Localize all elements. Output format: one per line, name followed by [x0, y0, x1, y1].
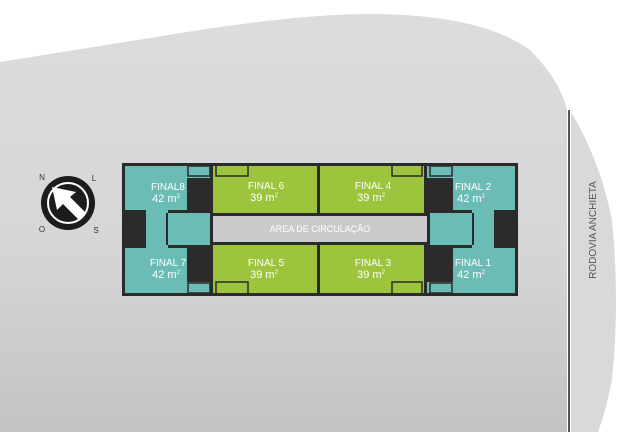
compass-south: S: [93, 226, 98, 235]
unit-final4-area: 39 m2: [357, 192, 385, 204]
road-strip: [571, 112, 616, 432]
unit-final5-name: FINAL 5: [248, 258, 285, 269]
unit-final6-name: FINAL 6: [248, 181, 285, 192]
unit-final2-name: FINAL 2: [455, 182, 492, 193]
unit-final2[interactable]: FINAL 2 42 m2: [427, 165, 515, 213]
compass-north: N: [39, 173, 45, 182]
left-core-stair: [168, 213, 210, 245]
unit-final6-area: 39 m2: [250, 192, 278, 204]
compass-east: L: [92, 174, 97, 183]
unit-final8-name: FINAL8: [151, 182, 185, 193]
corridor-label: AREA DE CIRCULAÇÃO: [270, 224, 371, 234]
unit-final8[interactable]: FINAL8 42 m2: [125, 165, 211, 213]
unit-final5-area: 39 m2: [250, 269, 278, 281]
unit-final7-name: FINAL 7: [150, 258, 187, 269]
unit-final5[interactable]: FINAL 5 39 m2: [213, 245, 317, 293]
circulation-corridor: [213, 216, 427, 242]
right-core: [474, 213, 494, 245]
unit-final1-name: FINAL 1: [455, 258, 492, 269]
compass-rose: N L S O: [39, 173, 99, 235]
unit-final3-area: 39 m2: [357, 269, 385, 281]
unit-final3-name: FINAL 3: [355, 258, 392, 269]
compass-west: O: [39, 225, 45, 234]
unit-final4[interactable]: FINAL 4 39 m2: [320, 166, 424, 213]
unit-final1[interactable]: FINAL 1 42 m2: [427, 245, 515, 294]
unit-final8-area: 42 m2: [152, 193, 180, 205]
unit-final7[interactable]: FINAL 7 42 m2: [125, 245, 211, 294]
unit-final2-area: 42 m2: [457, 193, 485, 205]
unit-final3[interactable]: FINAL 3 39 m2: [320, 245, 424, 293]
unit-final1-area: 42 m2: [457, 269, 485, 281]
unit-final4-name: FINAL 4: [355, 181, 392, 192]
unit-final7-area: 42 m2: [152, 269, 180, 281]
north-arrow-icon: [52, 187, 86, 220]
road-label: RODOVIA ANCHIETA: [588, 181, 599, 279]
unit-final6[interactable]: FINAL 6 39 m2: [213, 166, 317, 213]
right-core-stair: [430, 213, 472, 245]
left-core: [146, 213, 166, 245]
